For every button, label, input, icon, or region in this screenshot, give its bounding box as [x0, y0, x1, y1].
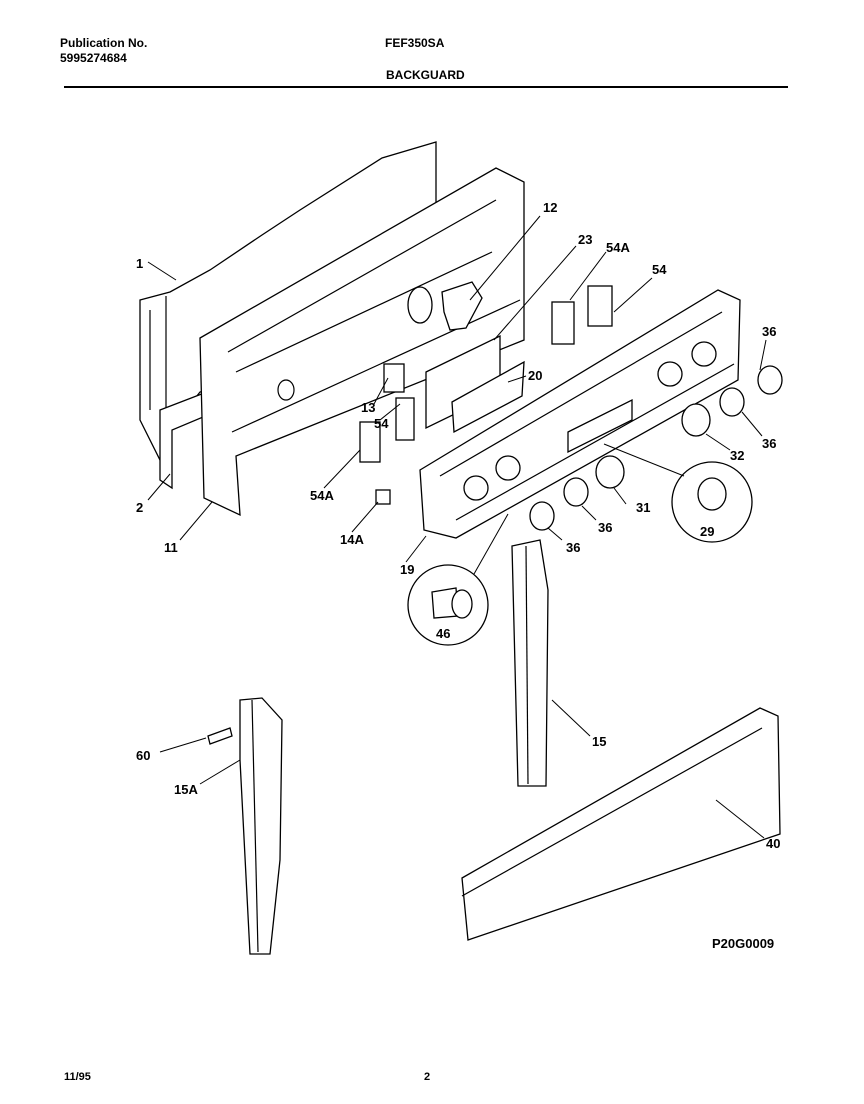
drawing-code: P20G0009: [712, 936, 775, 951]
clock-timer-part: [425, 334, 525, 434]
backguard-frame-part: [199, 167, 525, 517]
section-title: BACKGUARD: [386, 68, 465, 82]
callout-36-c: 36: [598, 520, 612, 535]
callout-13: 13: [361, 400, 375, 415]
callout-54-top: 54: [652, 262, 667, 277]
callout-46: 46: [436, 626, 450, 641]
callout-54A-top: 54A: [606, 240, 630, 255]
side-trim-right-part: [511, 539, 549, 787]
knob-detail-29: [603, 443, 753, 543]
callout-20: 20: [528, 368, 542, 383]
knob-detail-46: [407, 513, 509, 646]
side-trim-left-part: [239, 697, 283, 955]
publication-number: 5995274684: [60, 51, 127, 65]
lower-trim-part: [461, 707, 781, 941]
element-part: [407, 281, 483, 331]
callout-29: 29: [700, 524, 714, 539]
callout-11: 11: [164, 540, 178, 555]
publication-label: Publication No.: [60, 36, 148, 50]
callout-15: 15: [592, 734, 606, 749]
callout-36-a: 36: [762, 324, 776, 339]
callout-60: 60: [136, 748, 150, 763]
leader-lines: [147, 215, 767, 839]
callout-40: 40: [766, 836, 780, 851]
callout-14A: 14A: [340, 532, 364, 547]
callout-23: 23: [578, 232, 592, 247]
callout-32: 32: [730, 448, 744, 463]
callout-2: 2: [136, 500, 143, 515]
callout-54-mid: 54: [374, 416, 389, 431]
callout-54A-mid: 54A: [310, 488, 334, 503]
callout-1: 1: [136, 256, 143, 271]
footer-page-number: 2: [424, 1071, 431, 1083]
callout-19: 19: [400, 562, 414, 577]
infinite-switches-part: [359, 285, 613, 505]
callout-15A: 15A: [174, 782, 198, 797]
callout-31: 31: [636, 500, 650, 515]
model-number: FEF350SA: [385, 36, 445, 50]
screw-part: [207, 727, 233, 745]
callout-36-b: 36: [566, 540, 580, 555]
header-rule: [64, 86, 788, 88]
callout-36-d: 36: [762, 436, 776, 451]
footer-date: 11/95: [64, 1071, 91, 1083]
callout-12: 12: [543, 200, 557, 215]
knobs-part: [529, 365, 783, 531]
control-panel-part: [419, 289, 741, 539]
callout-labels: 1 2 11 12 23 54A 54 36 20 13 54 54A 14A …: [136, 200, 780, 851]
